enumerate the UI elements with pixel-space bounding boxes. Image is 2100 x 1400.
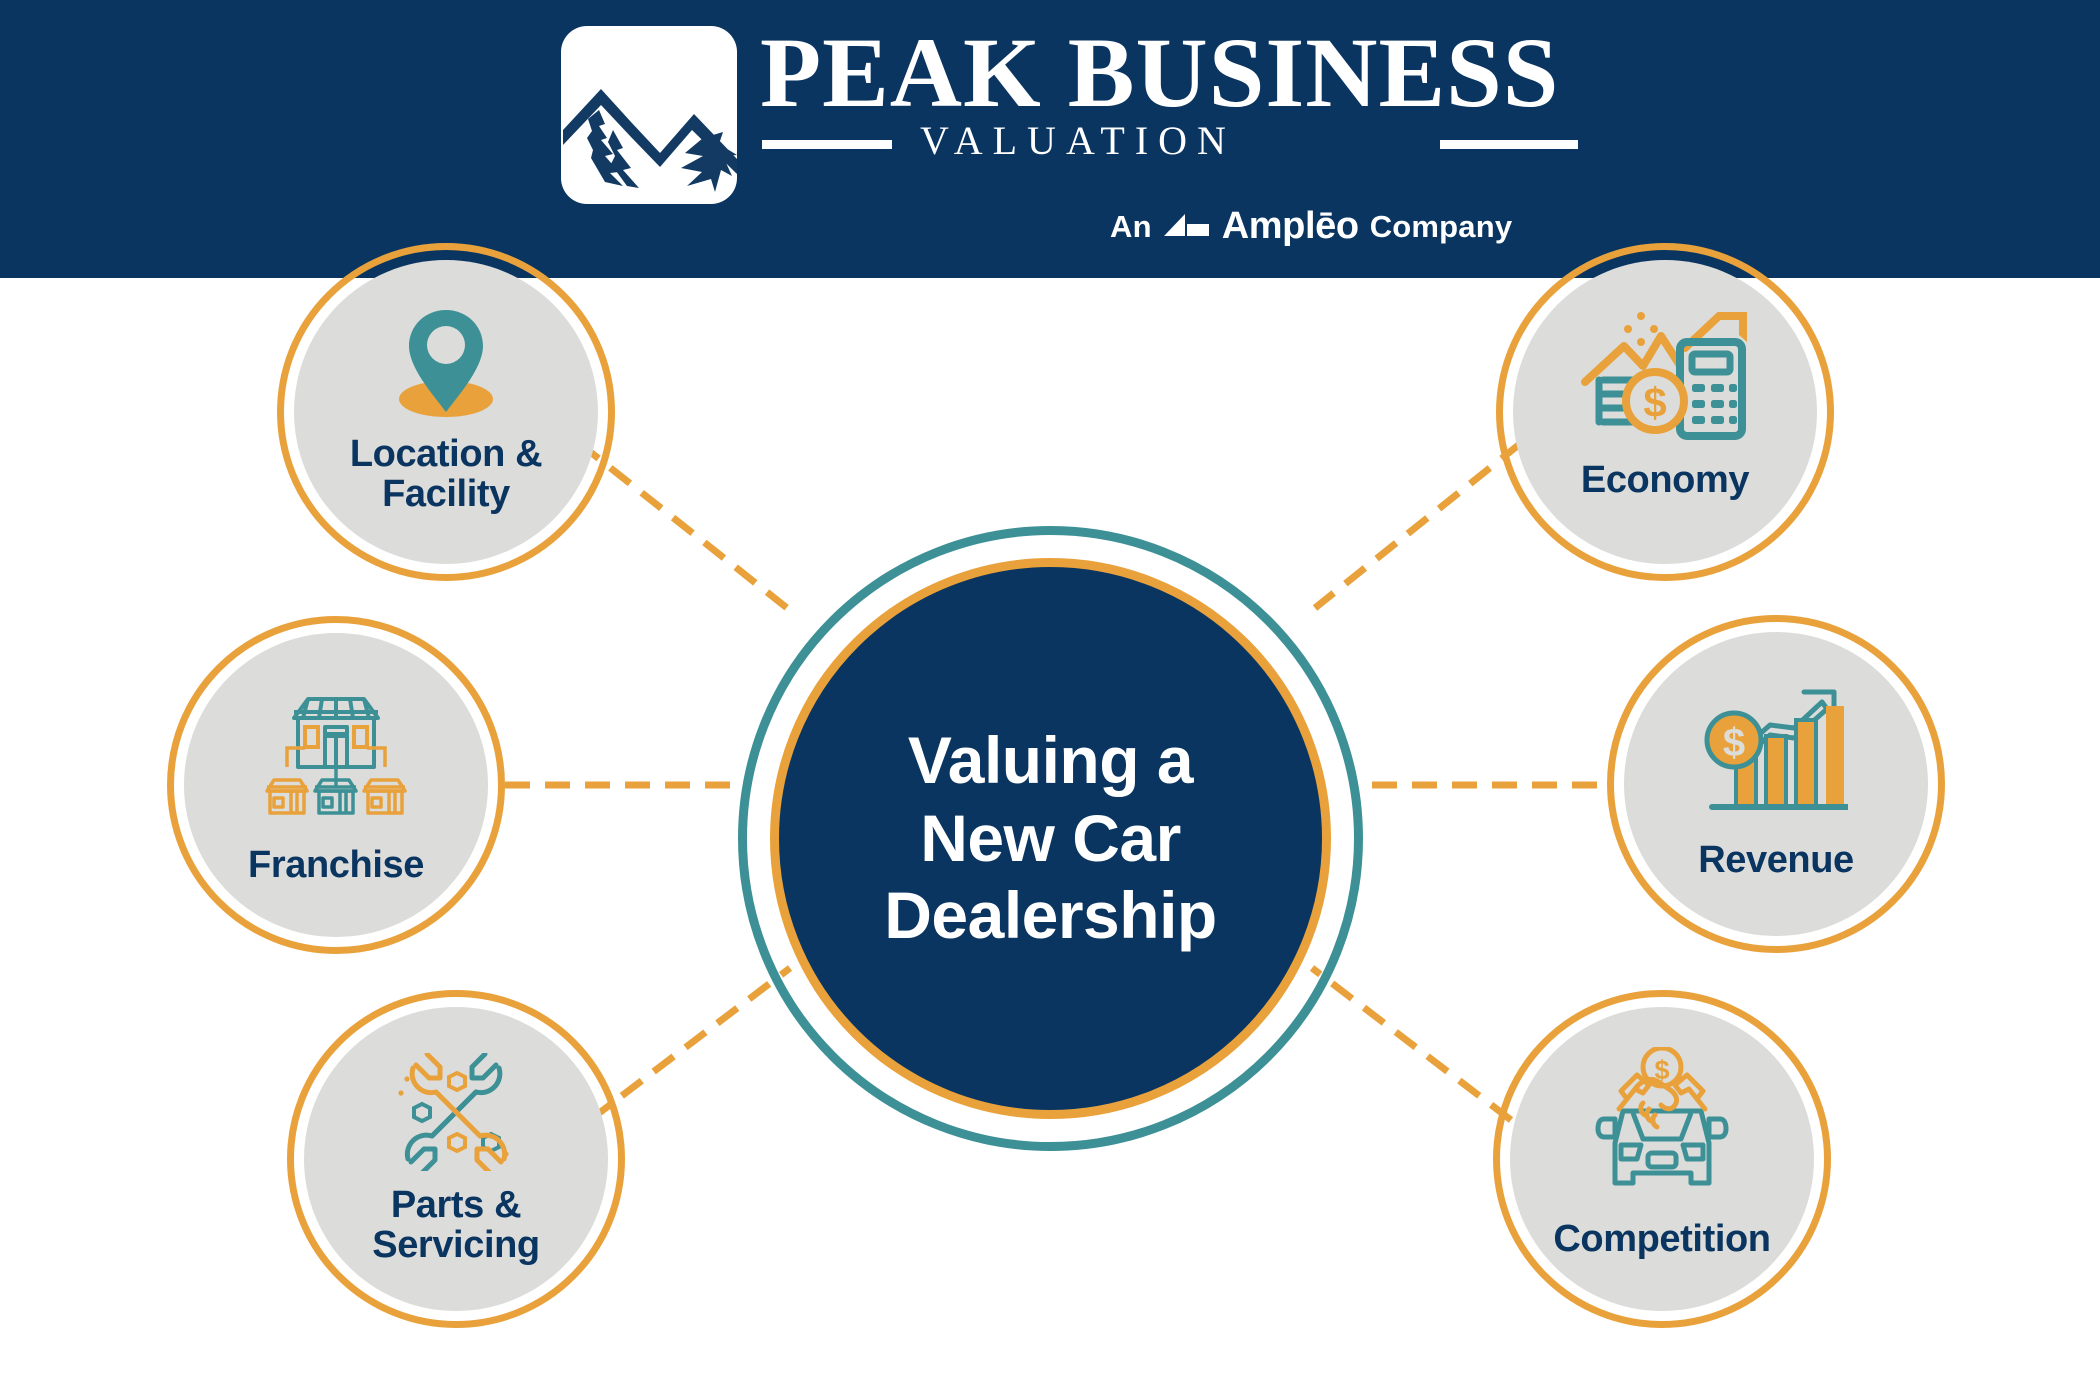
brand-wordmark: PEAK BUSINESS VALUATION [760,28,1580,178]
node-ring [1607,615,1945,953]
node-label: Franchise [248,844,424,886]
node-content: Franchise [184,633,488,937]
tagline-prefix: An [1110,208,1152,244]
bar-chart-dollar-icon: $ [1704,688,1848,820]
node-revenue[interactable]: $ Revenue [1607,615,1945,953]
node-competition[interactable]: $ Competition [1493,990,1831,1328]
svg-text:$: $ [1723,721,1745,765]
node-label: Competition [1553,1218,1771,1260]
node-parts-servicing[interactable]: Parts & Servicing [287,990,625,1328]
hub-title: Valuing a New Car Dealership [884,722,1217,953]
node-economy[interactable]: $ Economy [1496,243,1834,581]
center-hub[interactable]: Valuing a New Car Dealership [738,526,1363,1151]
node-label: Parts & Servicing [372,1184,540,1267]
node-ring [277,243,615,581]
brand-name-line2: VALUATION [920,118,1236,163]
node-ring [1493,990,1831,1328]
ampleo-tagline: An Amplēo Company [1110,205,1512,247]
node-content: $ Revenue [1624,632,1928,936]
node-ring [1496,243,1834,581]
connector-location-facility [576,440,790,611]
node-content: $ Competition [1510,1007,1814,1311]
calculator-growth-chart-icon: $ [1581,302,1749,444]
map-pin-icon [384,304,508,422]
storefront-network-icon [261,691,411,829]
tagline-suffix: Company [1369,208,1513,244]
node-label: Revenue [1698,839,1854,881]
svg-text:$: $ [1654,1055,1669,1085]
node-content: Parts & Servicing [304,1007,608,1311]
node-location-facility[interactable]: Location & Facility [277,243,615,581]
node-ring [287,990,625,1328]
connector-competition [1309,965,1514,1123]
brand-header-bar: PEAK BUSINESS VALUATION An Amplēo Compan… [0,0,2100,278]
ampleo-mountain-glyph [1163,214,1209,236]
node-franchise[interactable]: Franchise [167,616,505,954]
brand-name-line1: PEAK BUSINESS [760,28,1559,128]
node-label: Economy [1580,459,1750,501]
node-ring [167,616,505,954]
mountain-peaks-logo [561,26,737,204]
car-handshake-icon: $ [1591,1047,1733,1207]
hub-outer-ring [738,526,1363,1151]
hub-title-container: Valuing a New Car Dealership [800,588,1301,1089]
node-label: Location & Facility [349,433,543,516]
node-content: $ Economy [1513,260,1817,564]
node-content: Location & Facility [294,260,598,564]
connector-parts-servicing [587,965,793,1123]
connector-economy [1312,440,1524,611]
tagline-brand: Amplēo [1221,205,1359,247]
svg-text:$: $ [1643,379,1666,426]
infographic-stage: Valuing a New Car Dealership Location & … [0,243,2100,1400]
crossed-wrenches-icon [393,1053,519,1171]
connector-lines [505,440,1597,1123]
